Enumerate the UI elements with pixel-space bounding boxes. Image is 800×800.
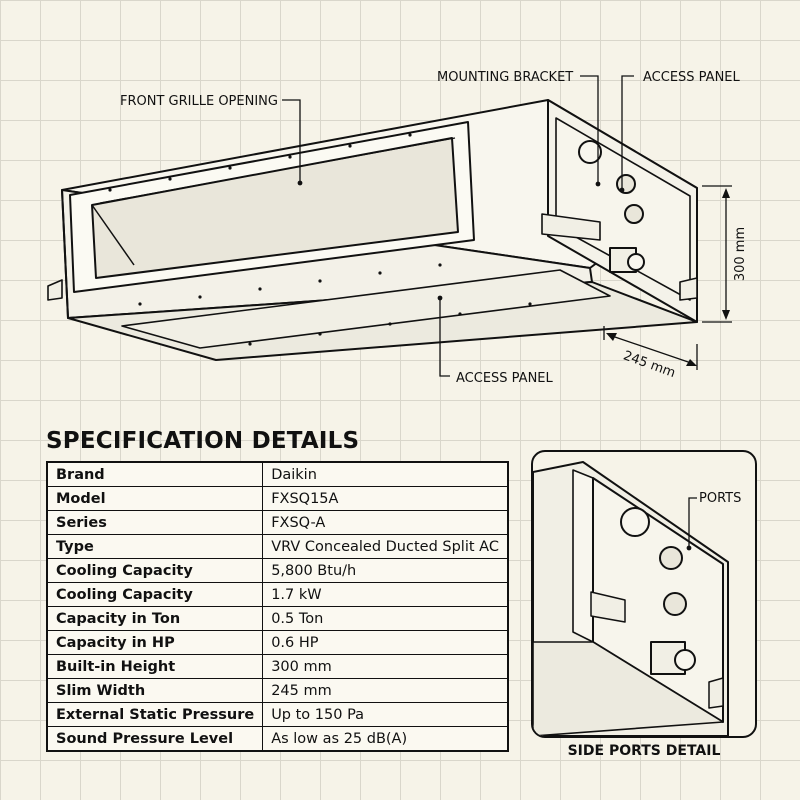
- spec-key: Model: [46, 486, 264, 511]
- spec-key: Series: [46, 510, 264, 535]
- spec-value: FXSQ-A: [262, 510, 509, 535]
- spec-value: FXSQ15A: [262, 486, 509, 511]
- detail-port-1: [620, 507, 650, 537]
- side-ports-detail-drawing: PORTS: [533, 461, 741, 736]
- spec-value: VRV Concealed Ducted Split AC: [262, 534, 509, 559]
- spec-key: Built-in Height: [46, 654, 264, 679]
- bottom-access-panel: [121, 269, 611, 349]
- side-ports-detail: PORTS: [531, 450, 757, 738]
- height-dimension-label: 300 mm: [733, 227, 748, 281]
- ports-label: PORTS: [699, 491, 741, 506]
- spec-value: 5,800 Btu/h: [262, 558, 509, 583]
- detail-port-2: [659, 546, 683, 570]
- mounting-bracket-side-left: [541, 213, 601, 241]
- spec-value: Daikin: [262, 461, 509, 487]
- spec-key: Brand: [46, 461, 264, 487]
- mounting-bracket-side-right: [679, 277, 698, 301]
- spec-value: Up to 150 Pa: [262, 702, 509, 727]
- port-1: [578, 140, 602, 164]
- spec-key: Capacity in HP: [46, 630, 264, 655]
- spec-value: 0.6 HP: [262, 630, 509, 655]
- access-panel-bottom-label: ACCESS PANEL: [456, 371, 554, 386]
- detail-port-3: [663, 592, 687, 616]
- spec-value: 0.5 Ton: [262, 606, 509, 631]
- width-dimension-label: 245 mm: [621, 348, 677, 381]
- spec-key: Sound Pressure Level: [46, 726, 264, 752]
- spec-key: Capacity in Ton: [46, 606, 264, 631]
- spec-key: Slim Width: [46, 678, 264, 703]
- side-ports-caption: SIDE PORTS DETAIL: [567, 743, 721, 759]
- access-panel-side-label: ACCESS PANEL: [643, 70, 741, 85]
- spec-value: As low as 25 dB(A): [262, 726, 509, 752]
- spec-value: 300 mm: [262, 654, 509, 679]
- spec-value: 1.7 kW: [262, 582, 509, 607]
- spec-title: SPECIFICATION DETAILS: [46, 428, 360, 454]
- spec-key: External Static Pressure: [46, 702, 264, 727]
- front-grille-label: FRONT GRILLE OPENING: [120, 94, 278, 109]
- mounting-bracket-label: MOUNTING BRACKET: [437, 70, 573, 85]
- mounting-bracket-front: [47, 279, 63, 301]
- spec-key: Cooling Capacity: [46, 558, 264, 583]
- spec-key: Cooling Capacity: [46, 582, 264, 607]
- port-3: [624, 204, 644, 224]
- spec-value: 245 mm: [262, 678, 509, 703]
- spec-key: Type: [46, 534, 264, 559]
